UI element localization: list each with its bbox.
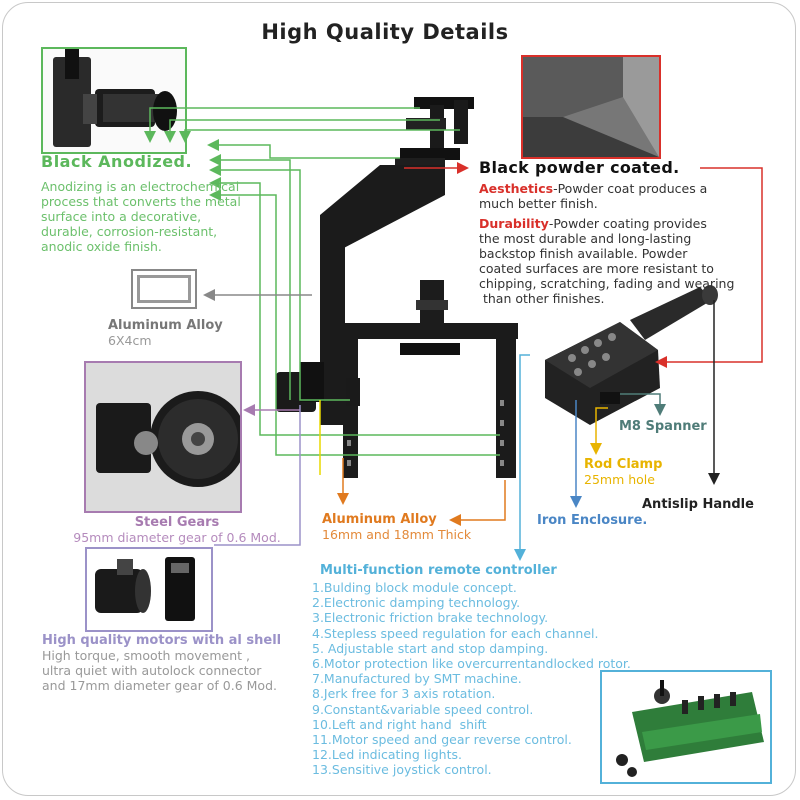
steel-gears-photo — [84, 361, 242, 513]
powder-coat-heading: Black powder coated. — [479, 158, 680, 177]
powder-coat-detail-photo — [521, 55, 661, 159]
aluminum-alloy-heading: Aluminum Alloy — [108, 318, 223, 333]
motors-photo — [85, 547, 213, 632]
motors-line: ultra quiet with autolock connector — [42, 663, 262, 678]
circuit-board-photo — [600, 670, 772, 784]
controller-item: 3.Electronic friction brake technology. — [312, 610, 549, 626]
aesthetics-text: -Powder coat produces a — [553, 181, 708, 196]
aluminum-alloy-sample — [131, 269, 197, 309]
black-anodized-line: process that converts the metal — [41, 194, 241, 209]
durability-line: chipping, scratching, fading and wearing — [479, 276, 735, 291]
black-anodized-line: anodic oxide finish. — [41, 239, 162, 254]
durability-line: coated surfaces are more resistant to — [479, 261, 714, 276]
aesthetics-key: Aesthetics — [479, 181, 554, 196]
aluminum-alloy-thick-block: Aluminum Alloy 16mm and 18mm Thick — [322, 512, 471, 542]
rod-clamp-heading: Rod Clamp — [584, 457, 663, 472]
anodized-detail-photo — [41, 47, 187, 154]
controller-heading: Multi-function remote controller — [320, 563, 557, 578]
motors-line: and 17mm diameter gear of 0.6 Mod. — [42, 678, 277, 693]
controller-item: 10.Left and right hand shift — [312, 716, 487, 732]
black-anodized-heading: Black Anodized. — [41, 152, 193, 171]
controller-item: 12.Led indicating lights. — [312, 747, 462, 763]
aesthetics-line: much better finish. — [479, 196, 598, 211]
durability-key: Durability — [479, 216, 549, 231]
black-anodized-line: surface into a decorative, — [41, 209, 202, 224]
motors-block: High quality motors with al shell High t… — [42, 633, 312, 693]
controller-block: Multi-function remote controller 1.Buldi… — [312, 563, 682, 778]
black-anodized-line: Anodizing is an electrochemical — [41, 179, 240, 194]
durability-text: -Powder coating provides — [548, 216, 707, 231]
aluminum-alloy-size: 6X4cm — [108, 333, 152, 348]
controller-item: 4.Stepless speed regulation for each cha… — [312, 625, 599, 641]
controller-item: 7.Manufactured by SMT machine. — [312, 671, 522, 687]
black-anodized-line: durable, corrosion-resistant, — [41, 224, 218, 239]
controller-item: 9.Constant&variable speed control. — [312, 701, 534, 717]
powder-coat-block: Black powder coated. Aesthetics-Powder c… — [479, 158, 769, 306]
iron-enclosure-label: Iron Enclosure. — [537, 513, 648, 528]
antislip-handle-label: Antislip Handle — [642, 497, 754, 512]
steel-gears-block: Steel Gears 95mm diameter gear of 0.6 Mo… — [52, 515, 302, 545]
motors-line: High torque, smooth movement , — [42, 648, 250, 663]
durability-line: the most durable and long-lasting — [479, 231, 692, 246]
aluminum-alloy-thick-heading: Aluminum Alloy — [322, 512, 437, 527]
steel-gears-heading: Steel Gears — [134, 515, 220, 530]
controller-item: 2.Electronic damping technology. — [312, 595, 521, 611]
controller-item: 13.Sensitive joystick control. — [312, 762, 492, 778]
controller-item: 5. Adjustable start and stop damping. — [312, 640, 549, 656]
m8-spanner-label: M8 Spanner — [619, 419, 707, 434]
controller-item: 8.Jerk free for 3 axis rotation. — [312, 686, 496, 702]
page-title: High Quality Details — [261, 20, 509, 44]
motors-heading: High quality motors with al shell — [42, 633, 282, 648]
controller-item: 1.Bulding block module concept. — [312, 580, 517, 595]
rod-clamp-spec: 25mm hole — [584, 472, 655, 487]
controller-item: 6.Motor protection like overcurrentandlo… — [312, 656, 631, 672]
aluminum-alloy-thick-spec: 16mm and 18mm Thick — [322, 527, 472, 542]
black-anodized-block: Black Anodized. Anodizing is an electroc… — [41, 152, 271, 254]
durability-line: than other finishes. — [479, 291, 605, 306]
steel-gears-spec: 95mm diameter gear of 0.6 Mod. — [73, 530, 281, 545]
controller-item: 11.Motor speed and gear reverse control. — [312, 732, 572, 748]
aluminum-alloy-block: Aluminum Alloy 6X4cm — [108, 318, 223, 348]
durability-line: backstop finish available. Powder — [479, 246, 688, 261]
rod-clamp-block: Rod Clamp 25mm hole — [584, 457, 662, 487]
